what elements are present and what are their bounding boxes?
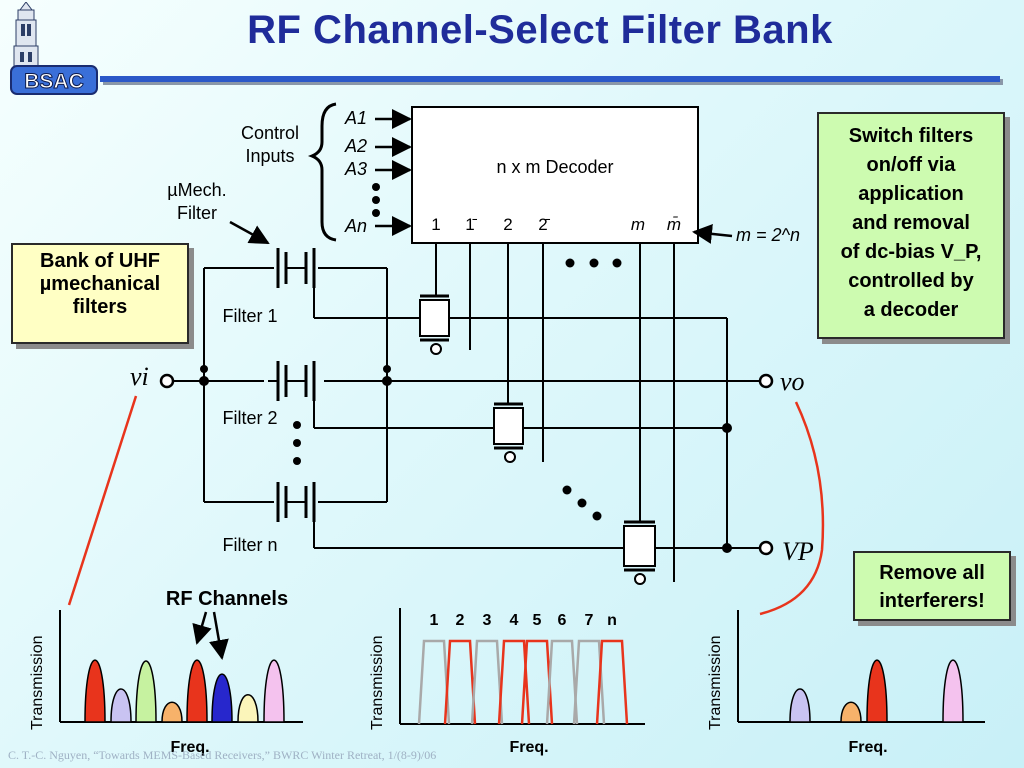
address-a1: A1 xyxy=(344,108,367,128)
control-inputs-label-1: Control xyxy=(241,123,299,143)
output-peak-4 xyxy=(942,659,964,723)
note-bank-of-filters: Bank of UHF µmechanical filters xyxy=(11,243,189,344)
spectrum-peak-2 xyxy=(110,688,132,723)
note-switch-line-5: of dc-bias V_P, xyxy=(840,241,982,263)
channel-5: 5 xyxy=(533,612,542,629)
spectrum-output-ylabel: Transmission xyxy=(707,635,724,730)
signal-callouts xyxy=(67,395,825,616)
passband-6 xyxy=(545,639,579,725)
note-remove-line-1: Remove all xyxy=(879,562,985,584)
passband-2 xyxy=(443,639,477,725)
spectrum-output: Transmission Freq. xyxy=(707,610,985,756)
note-switch-line-3: application xyxy=(858,183,964,205)
control-inputs: Control Inputs A1 A2 A3 An xyxy=(241,102,412,242)
output-node-vo: vo xyxy=(780,367,805,396)
decoder-label: n x m Decoder xyxy=(496,157,613,177)
address-a2: A2 xyxy=(344,136,367,156)
note-switch-line-6: controlled by xyxy=(848,270,974,292)
channel-1: 1 xyxy=(430,612,439,629)
address-a3: A3 xyxy=(344,159,367,179)
spectrum-peak-5 xyxy=(186,659,208,723)
spectrum-peak-7 xyxy=(237,694,259,723)
note-switch-filters: Switch filters on/off via application an… xyxy=(817,112,1005,339)
spectrum-peak-8 xyxy=(263,659,285,723)
bsac-logo: BSAC xyxy=(10,2,98,95)
note-switch-line-7: a decoder xyxy=(863,299,959,321)
spectrum-filters-ylabel: Transmission xyxy=(369,635,386,730)
channel-2: 2 xyxy=(456,612,465,629)
note-remove-line-2: interferers! xyxy=(879,590,985,612)
input-node-vi: vi xyxy=(130,362,149,391)
note-bank-line-2: µmechanical xyxy=(39,273,161,295)
channel-3: 3 xyxy=(483,612,492,629)
spectrum-output-xlabel: Freq. xyxy=(848,739,887,756)
filter-n: Filter n xyxy=(222,482,316,555)
filter-1-label: Filter 1 xyxy=(222,306,277,326)
m-equation-label: m = 2^n xyxy=(736,225,800,245)
passband-3 xyxy=(470,639,504,725)
filter-ellipsis xyxy=(293,421,301,465)
channel-7: 7 xyxy=(585,612,594,629)
bias-node-vp: VP xyxy=(782,537,814,566)
decoder-output-m-bar: m̄ xyxy=(667,215,681,234)
switch-m xyxy=(623,520,656,585)
spectrum-input-xlabel: Freq. xyxy=(170,739,209,756)
decoder-output-2: 2 xyxy=(503,215,512,234)
slide-title: RF Channel-Select Filter Bank xyxy=(247,8,833,52)
spectrum-peak-6 xyxy=(211,673,233,723)
logo-text: BSAC xyxy=(24,70,84,93)
note-switch-line-2: on/off via xyxy=(866,154,956,176)
slide-footer: C. T.-C. Nguyen, “Towards MEMS-Based Rec… xyxy=(8,748,437,762)
note-bank-line-1: Bank of UHF xyxy=(40,250,160,272)
spectrum-peak-3 xyxy=(135,660,157,723)
title-rule xyxy=(100,76,1000,82)
address-an: An xyxy=(344,216,367,236)
decoder-output-1-bar: 1̄ xyxy=(465,215,477,234)
control-inputs-label-2: Inputs xyxy=(245,146,294,166)
decoder-output-2-bar: 2̄ xyxy=(538,215,550,234)
output-peak-2 xyxy=(840,701,862,723)
note-switch-line-4: and removal xyxy=(852,212,970,234)
passband-8 xyxy=(595,639,629,725)
terminals: vi vo VP xyxy=(130,362,814,566)
spectrum-peak-4 xyxy=(161,701,183,723)
rf-channels-label: RF Channels xyxy=(166,588,288,610)
spectrum-filters-xlabel: Freq. xyxy=(509,739,548,756)
filter-2: Filter 2 xyxy=(222,361,316,428)
filter-n-label: Filter n xyxy=(222,535,277,555)
mech-filter-label-1: µMech. xyxy=(167,180,226,200)
spectrum-input: Transmission Freq. RF Channels xyxy=(29,588,303,756)
channel-n: n xyxy=(607,612,617,629)
spectrum-peak-1 xyxy=(84,659,106,723)
circuit-wiring xyxy=(172,243,760,582)
filter-2-label: Filter 2 xyxy=(222,408,277,428)
switch-ellipsis xyxy=(562,485,602,521)
decoder-output-m: m xyxy=(631,215,645,234)
spectrum-input-ylabel: Transmission xyxy=(29,635,46,730)
channel-6: 6 xyxy=(558,612,567,629)
switch-2 xyxy=(493,402,524,463)
spectrum-filters: Transmission Freq. 1 2 3 4 5 6 7 n xyxy=(369,608,645,756)
filter-1: Filter 1 xyxy=(222,248,316,326)
m-equation: m = 2^n xyxy=(692,223,800,245)
decoder-output-1: 1 xyxy=(431,215,440,234)
note-remove-interferers: Remove all interferers! xyxy=(853,551,1011,621)
output-peak-1 xyxy=(789,688,811,723)
output-peak-3 xyxy=(866,659,888,723)
passband-4 xyxy=(497,639,531,725)
channel-4: 4 xyxy=(510,612,519,629)
note-switch-line-1: Switch filters xyxy=(848,125,974,147)
mech-filter-callout: µMech. Filter xyxy=(167,180,270,245)
passband-7 xyxy=(572,639,606,725)
mech-filter-label-2: Filter xyxy=(177,203,217,223)
switch-1 xyxy=(419,294,450,355)
note-bank-line-3: filters xyxy=(72,296,128,318)
junctions xyxy=(199,365,732,553)
decoder-ellipsis xyxy=(565,258,622,268)
decoder-block: n x m Decoder 1 1̄ 2 2̄ m m̄ xyxy=(411,106,699,244)
